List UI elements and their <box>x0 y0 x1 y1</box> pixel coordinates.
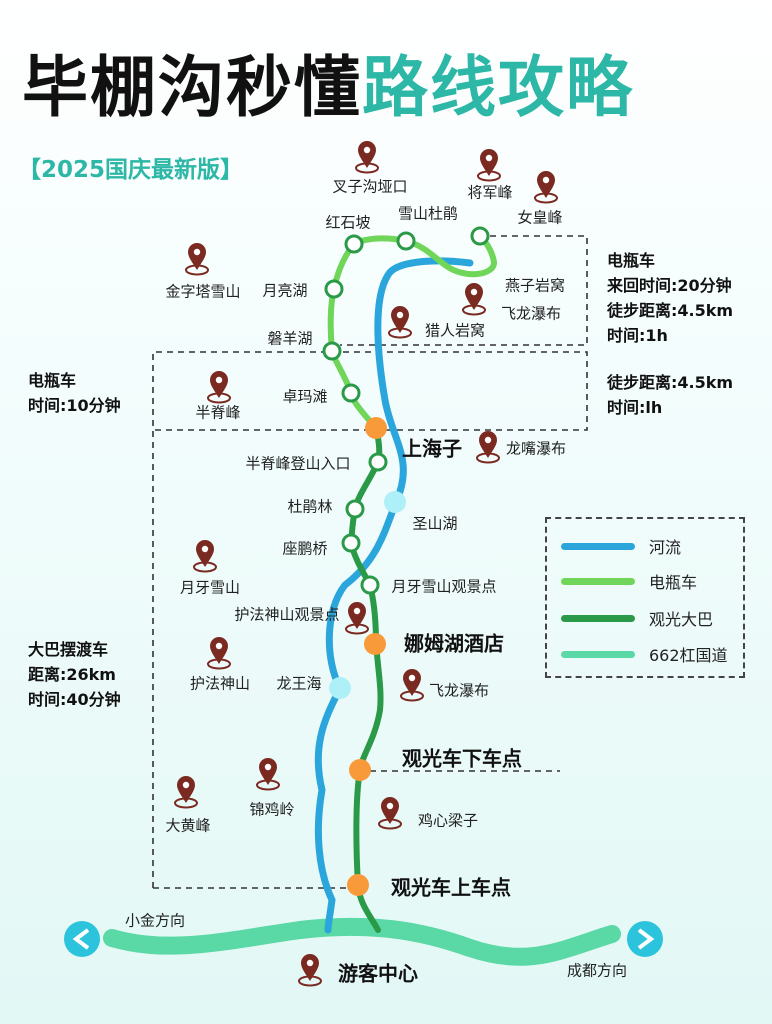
map-pin-icon <box>207 636 231 670</box>
map-pin-icon <box>378 796 402 830</box>
direction-xiaojin: 小金方向 <box>124 911 186 930</box>
stop-yueliang-hu <box>324 279 344 299</box>
legend-item-bus: 观光大巴 <box>561 606 713 630</box>
stop-label: 磐羊湖 <box>267 329 313 348</box>
lake-shengshan-hu <box>384 491 406 513</box>
stop-yueya-view <box>360 575 380 595</box>
page-title: 毕棚沟秒懂路线攻略 <box>22 49 634 126</box>
major-stop-label: 游客中心 <box>338 961 418 986</box>
stop-dujuan-lin <box>345 499 365 519</box>
poi-label: 鸡心梁子 <box>417 811 479 830</box>
map-pin-icon <box>355 140 379 174</box>
map-pin-icon <box>174 775 198 809</box>
stop-label: 雪山杜鹃 <box>397 204 459 223</box>
poi-label: 月牙雪山 <box>179 578 241 597</box>
map-pin-icon <box>476 430 500 464</box>
map-pin-icon <box>193 539 217 573</box>
stop-label: 月牙雪山观景点 <box>391 577 497 596</box>
stop-label: 月亮湖 <box>262 281 308 300</box>
legend-item-road: 662杠国道 <box>561 642 728 666</box>
stop-label: 卓玛滩 <box>282 387 328 406</box>
dashed-region-lines <box>152 235 588 889</box>
stop-panyang-hu <box>322 341 342 361</box>
map-pin-icon <box>298 953 322 987</box>
lake-longwang-hai <box>329 677 351 699</box>
edition-subtitle: 【2025国庆最新版】 <box>18 157 244 183</box>
right-arrow-icon <box>627 921 663 957</box>
map-pin-icon <box>534 170 558 204</box>
stop-hongshipo <box>344 234 364 254</box>
poi-label: 半脊峰 <box>195 403 241 422</box>
bus-route <box>347 425 384 933</box>
stop-label: 座鹏桥 <box>282 539 328 558</box>
road-662 <box>103 917 621 966</box>
poi-label: 猎人岩窝 <box>424 321 486 340</box>
stop-banjifeng-entry <box>368 452 388 472</box>
poi-label: 龙嘴瀑布 <box>505 439 567 458</box>
stop-label: 杜鹃林 <box>287 497 333 516</box>
major-stop-label: 上海子 <box>402 436 462 461</box>
stop-label: 龙王海 <box>276 674 322 693</box>
stop-yanzi-yanwo <box>470 226 490 246</box>
direction-chengdu: 成都方向 <box>566 961 628 980</box>
map-pin-icon <box>256 757 280 791</box>
poi-label: 护法神山 <box>189 674 251 693</box>
poi-label: 金字塔雪山 <box>165 282 241 301</box>
info-electric-short: 电瓶车时间:10分钟 <box>28 371 121 415</box>
map-pin-icon <box>207 370 231 404</box>
major-stop-markers <box>347 417 387 896</box>
major-stop-label: 观光车下车点 <box>402 746 522 771</box>
river <box>314 257 474 934</box>
legend-item-river: 河流 <box>561 534 681 558</box>
map-pin-icon <box>400 668 424 702</box>
poi-label: 锦鸡岭 <box>249 800 295 819</box>
poi-label: 大黄峰 <box>165 816 211 835</box>
stop-label: 红石坡 <box>325 213 371 232</box>
stop-label: 燕子岩窝 <box>504 276 566 295</box>
stop-zhuoma-tan <box>341 383 361 403</box>
map-pin-icon <box>462 282 486 316</box>
poi-label: 将军峰 <box>467 183 513 202</box>
poi-label: 飞龙瀑布 <box>500 304 562 323</box>
poi-label: 护法神山观景点 <box>234 605 340 624</box>
poi-label: 叉子沟垭口 <box>332 177 408 196</box>
poi-label: 飞龙瀑布 <box>428 681 490 700</box>
station-markers <box>322 226 490 595</box>
stop-xueshan-dujuan <box>396 231 416 251</box>
legend: 河流 电瓶车 观光大巴 662杠国道 <box>545 517 745 678</box>
stop-label: 圣山湖 <box>412 514 458 533</box>
stop-zuopeng-qiao <box>341 533 361 553</box>
map-pin-icon <box>185 242 209 276</box>
map-pin-icon <box>388 305 412 339</box>
major-stop-label: 娜姆湖酒店 <box>404 631 504 656</box>
map-pin-icon <box>345 601 369 635</box>
map-pin-icon <box>477 148 501 182</box>
major-stop-label: 观光车上车点 <box>391 875 511 900</box>
left-arrow-icon <box>64 921 100 957</box>
poi-label: 女皇峰 <box>517 208 563 227</box>
stop-label: 半脊峰登山入口 <box>245 454 351 473</box>
legend-item-electric: 电瓶车 <box>561 569 697 593</box>
